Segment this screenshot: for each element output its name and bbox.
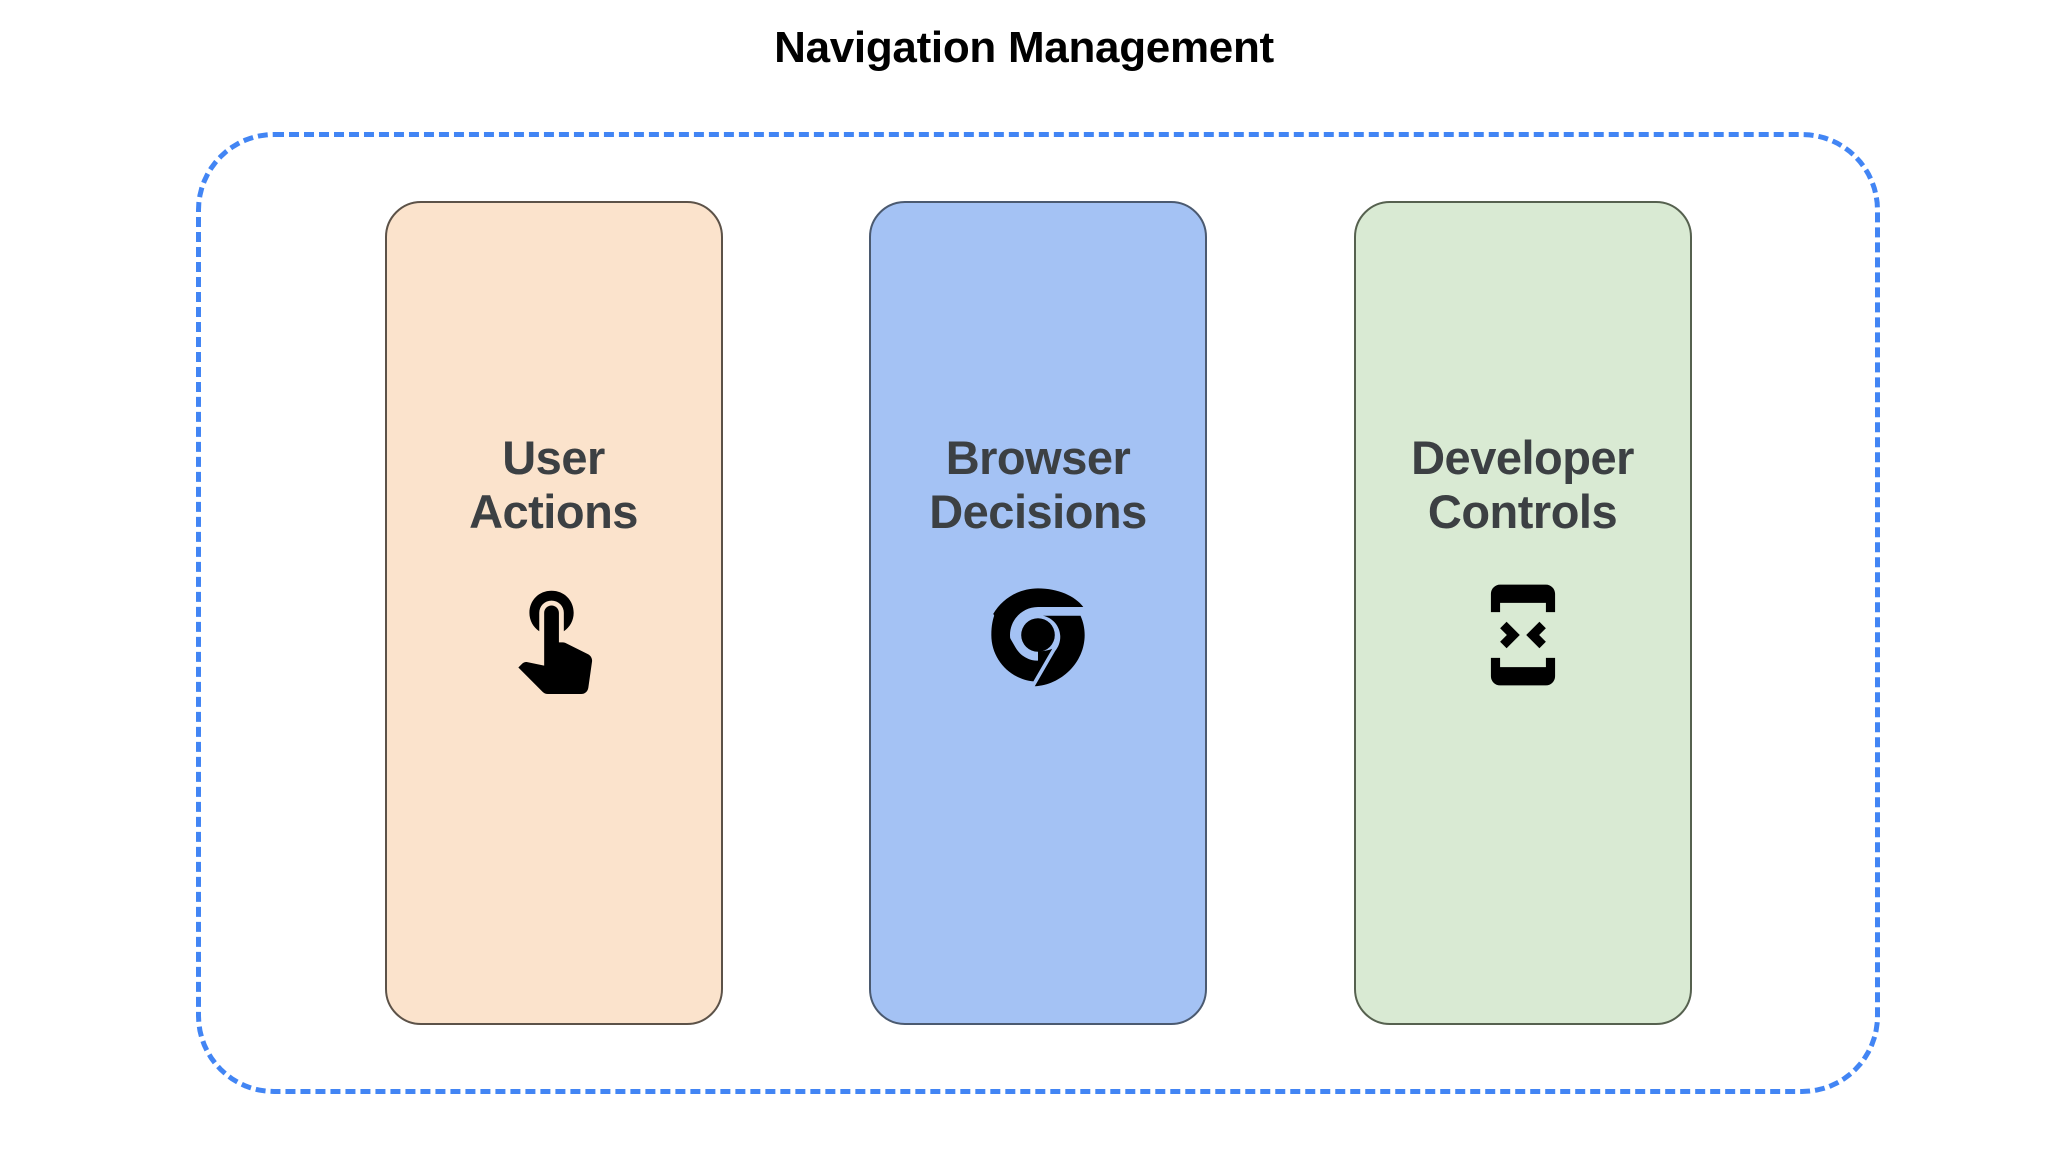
chrome-logo-icon [978, 575, 1098, 695]
card-title-developer-controls: Developer Controls [1411, 431, 1634, 539]
card-content-developer-controls: Developer Controls [1356, 431, 1690, 695]
card-developer-controls[interactable]: Developer Controls [1353, 201, 1692, 1025]
card-row: User Actions Browser Decisions [196, 132, 1880, 1094]
developer-mode-icon [1463, 575, 1583, 695]
card-content-browser-decisions: Browser Decisions [871, 431, 1205, 695]
card-content-user-actions: User Actions [387, 431, 721, 695]
page-title: Navigation Management [774, 23, 1274, 72]
dashed-group-container [196, 132, 1880, 1094]
touch-app-icon [494, 575, 614, 695]
card-browser-decisions[interactable]: Browser Decisions [869, 201, 1207, 1025]
card-title-browser-decisions: Browser Decisions [929, 431, 1147, 539]
card-title-user-actions: User Actions [469, 431, 638, 539]
card-user-actions[interactable]: User Actions [384, 201, 723, 1025]
